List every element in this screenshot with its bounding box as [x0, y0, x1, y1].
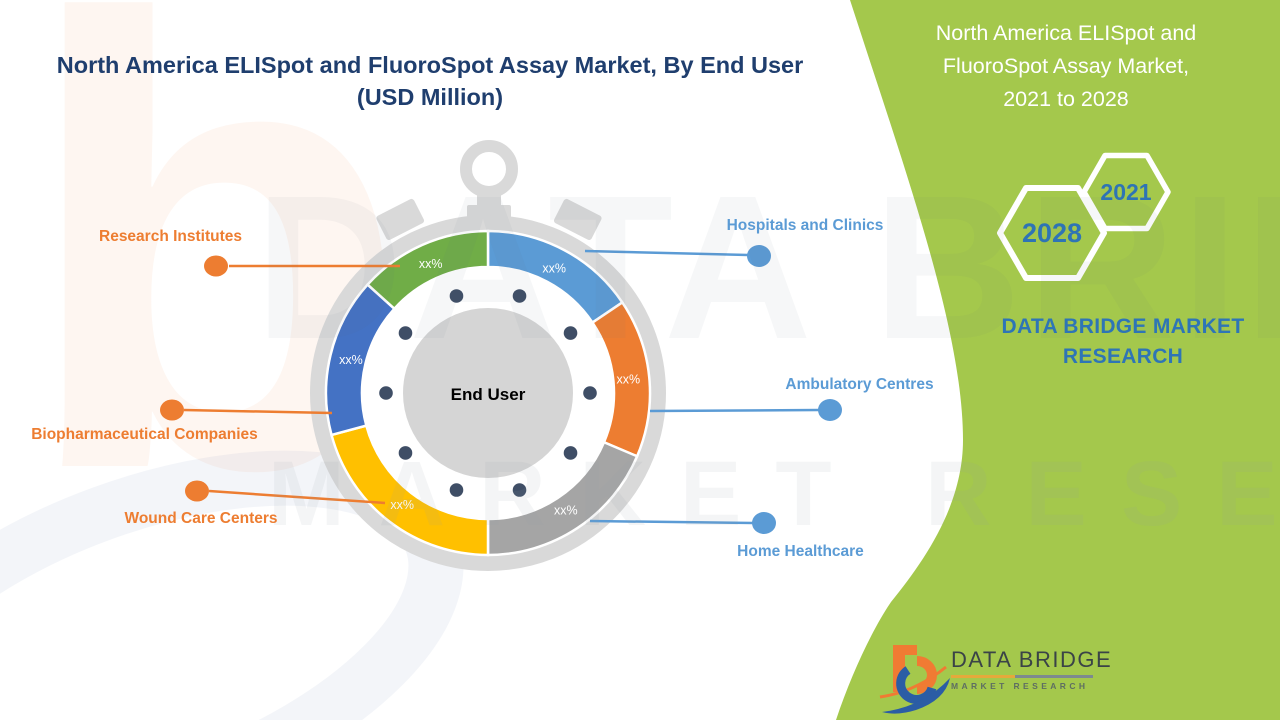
brand-text-line2: RESEARCH: [1062, 345, 1184, 368]
segment-value-label-5: xx%: [419, 257, 443, 271]
stopwatch-right-button: [553, 198, 602, 240]
hexagon-2021: [1081, 152, 1171, 232]
year-hexagons: [997, 152, 1171, 281]
dot-ambulatory: [818, 399, 842, 421]
tick-dot-0: [512, 289, 527, 303]
stopwatch-crown-ring: [460, 140, 518, 198]
stopwatch-outer-ring: [310, 215, 666, 571]
green-panel-shape: [836, 0, 1280, 720]
year-start-label: 2021: [1100, 179, 1152, 205]
callout-research-institutes: Research Institutes: [99, 228, 242, 245]
callout-hospitals: Hospitals and Clinics: [726, 217, 884, 234]
right-panel-title: North America ELISpot and FluoroSpot Ass…: [880, 17, 1252, 116]
donut-segment-5: [365, 229, 490, 311]
hexagon-2028: [997, 185, 1107, 281]
logo-orange-swoosh: [879, 665, 947, 699]
callout-biopharmaceutical: Biopharmaceutical Companies: [31, 426, 258, 443]
tick-dot-7: [379, 386, 393, 400]
callout-home-healthcare: Home Healthcare: [737, 543, 864, 560]
page-title-line2: (USD Million): [356, 84, 504, 110]
tick-dot-3: [563, 446, 578, 460]
year-end-label: 2028: [1021, 218, 1083, 248]
tick-dot-1: [563, 326, 578, 340]
donut-chart: xx% xx% xx% xx% xx% xx%: [324, 229, 652, 557]
leader-biopharmaceutical: [183, 408, 333, 415]
tick-dot-8: [398, 326, 413, 340]
dot-wound-care: [185, 480, 209, 502]
tick-dot-ring: [379, 289, 597, 497]
tick-dot-2: [583, 386, 597, 400]
callout-wound-care: Wound Care Centers: [124, 510, 278, 527]
leader-ambulatory: [649, 408, 820, 413]
segment-value-label-1: xx%: [617, 372, 641, 386]
callout-leaders: [160, 245, 842, 534]
right-panel-title-line2: FluoroSpot Assay Market,: [942, 54, 1190, 78]
segment-value-label-3: xx%: [390, 498, 414, 512]
page-title-line1: North America ELISpot and FluoroSpot Ass…: [56, 52, 804, 78]
tick-dot-5: [449, 483, 464, 497]
leader-hospitals: [584, 249, 749, 257]
dot-research-institutes: [204, 255, 228, 277]
logo-name: DATA BRIDGE: [951, 647, 1113, 672]
dbmr-logo-mark: [879, 645, 950, 714]
leader-wound-care: [208, 489, 386, 505]
tick-dot-9: [449, 289, 464, 303]
logo-b-bowl: [916, 656, 937, 694]
segment-value-label-0: xx%: [542, 262, 566, 276]
logo-underline: [951, 675, 1093, 678]
segment-value-label-4: xx%: [339, 353, 363, 367]
page-title: North America ELISpot and FluoroSpot Ass…: [25, 49, 835, 113]
center-disc: [403, 308, 573, 478]
tick-dot-6: [398, 446, 413, 460]
logo-blue-blade: [882, 678, 950, 714]
center-label: End User: [451, 385, 526, 404]
logo-blue-bowl: [896, 666, 937, 704]
right-panel-title-line1: North America ELISpot and: [935, 21, 1197, 45]
segment-value-label-2: xx%: [554, 504, 578, 518]
dot-biopharmaceutical: [160, 399, 184, 421]
callout-ambulatory: Ambulatory Centres: [785, 376, 934, 393]
dot-hospitals: [747, 245, 771, 267]
stopwatch-left-button: [376, 198, 425, 240]
tick-dot-4: [512, 483, 527, 497]
logo-subtitle: MARKET RESEARCH: [951, 680, 1089, 691]
right-panel-title-line3: 2021 to 2028: [1003, 87, 1129, 111]
brand-text-line1: DATA BRIDGE MARKET: [1001, 315, 1245, 338]
stopwatch-crown-stem: [477, 194, 501, 208]
brand-text: DATA BRIDGE MARKET RESEARCH: [958, 312, 1280, 372]
leader-home-healthcare: [589, 519, 754, 525]
dot-home-healthcare: [752, 512, 776, 534]
dbmr-logo-text: DATA BRIDGE MARKET RESEARCH: [951, 647, 1113, 691]
